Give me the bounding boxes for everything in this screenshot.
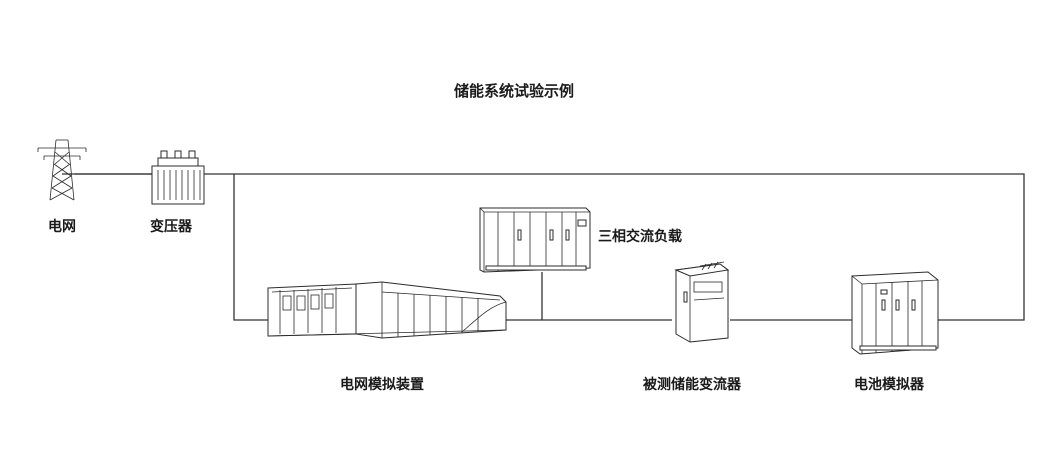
pcs-under-test-label: 被测储能变流器 xyxy=(643,377,741,393)
battery-simulator-cabinet-icon xyxy=(851,271,939,355)
grid-label: 电网 xyxy=(48,219,76,235)
grid-simulator-container-icon xyxy=(267,281,507,339)
battery-simulator-label: 电池模拟器 xyxy=(854,377,924,393)
top-bus-line xyxy=(75,173,1025,321)
three-phase-load-cabinet-icon xyxy=(479,207,591,273)
grid-simulator-label: 电网模拟装置 xyxy=(340,377,424,393)
diagram-title: 储能系统试验示例 xyxy=(454,82,575,100)
power-tower-icon xyxy=(37,139,87,201)
transformer-label: 变压器 xyxy=(150,219,192,235)
bus-to-grid-simulator-line xyxy=(233,174,272,321)
pcs-cabinet-icon xyxy=(674,261,730,343)
connection-lines xyxy=(62,173,1025,321)
three-phase-load-label: 三相交流负载 xyxy=(598,229,682,245)
transformer-icon xyxy=(151,150,205,205)
